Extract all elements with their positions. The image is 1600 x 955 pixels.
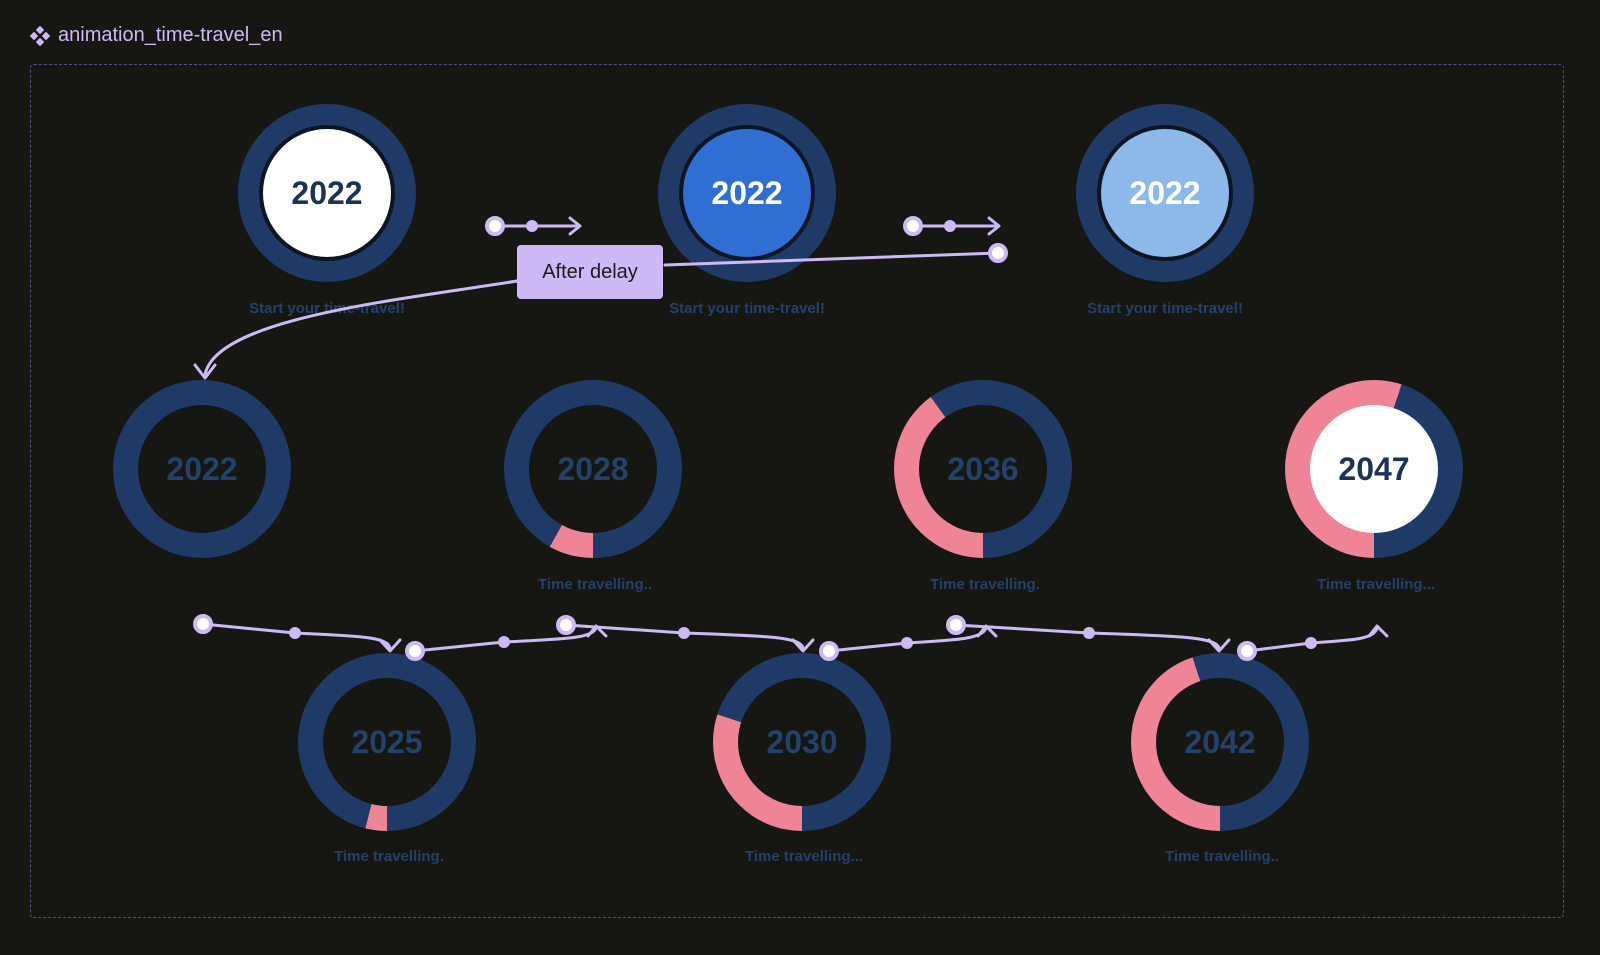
start-state-3-caption: Start your time-travel! <box>1087 300 1243 317</box>
connector-start-handle[interactable] <box>1237 641 1257 661</box>
start-state-3[interactable]: 2022 <box>1076 104 1254 282</box>
travel-state-2025-circle: 2025 <box>323 678 451 806</box>
start-state-3-year: 2022 <box>1129 174 1201 211</box>
travel-state-2028-year: 2028 <box>557 450 629 487</box>
frame-title[interactable]: animation_time-travel_en <box>30 24 283 47</box>
travel-state-2036[interactable]: 2036 <box>894 380 1072 558</box>
start-state-3-circle: 2022 <box>1101 129 1229 257</box>
frame-title-label: animation_time-travel_en <box>58 24 283 46</box>
travel-state-2022-circle: 2022 <box>138 405 266 533</box>
start-state-2-circle: 2022 <box>683 129 811 257</box>
travel-state-2042-year: 2042 <box>1184 723 1256 760</box>
travel-state-2036-circle: 2036 <box>919 405 1047 533</box>
connector-start-handle[interactable] <box>903 216 923 236</box>
travel-state-2047-year: 2047 <box>1338 450 1410 487</box>
travel-state-2042[interactable]: 2042 <box>1131 653 1309 831</box>
travel-state-2047[interactable]: 2047 <box>1285 380 1463 558</box>
travel-state-2047-caption: Time travelling... <box>1316 576 1436 593</box>
connector-start-handle[interactable] <box>946 615 966 635</box>
component-diamond-icon <box>30 25 50 46</box>
start-state-1-circle: 2022 <box>263 129 391 257</box>
travel-state-2028-circle: 2028 <box>529 405 657 533</box>
start-state-1[interactable]: 2022 <box>238 104 416 282</box>
travel-state-2022-year: 2022 <box>166 450 238 487</box>
connector-start-handle[interactable] <box>988 243 1008 263</box>
start-state-2-year: 2022 <box>711 174 783 211</box>
start-state-1-caption: Start your time-travel! <box>249 300 405 317</box>
start-state-2[interactable]: 2022 <box>658 104 836 282</box>
start-state-1-year: 2022 <box>291 174 363 211</box>
travel-state-2030[interactable]: 2030 <box>713 653 891 831</box>
travel-state-2028[interactable]: 2028 <box>504 380 682 558</box>
prototype-frame <box>30 64 1564 918</box>
after-delay-trigger-label[interactable]: After delay <box>517 245 663 299</box>
travel-state-2025-year: 2025 <box>351 723 423 760</box>
connector-start-handle[interactable] <box>819 641 839 661</box>
after-delay-connector[interactable] <box>203 251 1000 377</box>
travel-state-2042-caption: Time travelling.. <box>1165 848 1279 865</box>
travel-state-2025-caption: Time travelling. <box>334 848 444 865</box>
travel-state-2028-caption: Time travelling.. <box>538 576 652 593</box>
connector-start-handle[interactable] <box>193 614 213 634</box>
travel-state-2030-caption: Time travelling... <box>744 848 864 865</box>
travel-state-2047-circle: 2047 <box>1310 405 1438 533</box>
travel-state-2030-year: 2030 <box>766 723 838 760</box>
travel-state-2030-circle: 2030 <box>738 678 866 806</box>
after-delay-text: After delay <box>542 260 638 283</box>
travel-state-2025[interactable]: 2025 <box>298 653 476 831</box>
travel-state-2022[interactable]: 2022 <box>113 380 291 558</box>
travel-state-2042-circle: 2042 <box>1156 678 1284 806</box>
connector-start-handle[interactable] <box>485 216 505 236</box>
start-state-2-caption: Start your time-travel! <box>669 300 825 317</box>
travel-state-2036-year: 2036 <box>947 450 1019 487</box>
connector-start-handle[interactable] <box>405 641 425 661</box>
travel-state-2036-caption: Time travelling. <box>930 576 1040 593</box>
connector-start-handle[interactable] <box>556 615 576 635</box>
